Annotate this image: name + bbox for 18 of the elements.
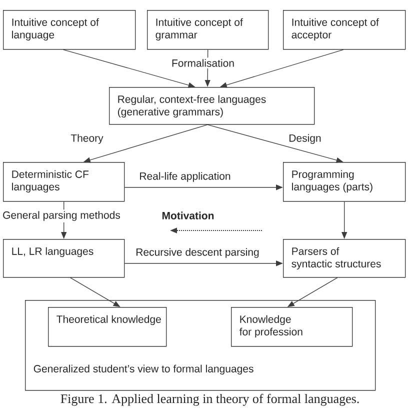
concept-box: Parsers of syntactic structures <box>283 239 406 278</box>
edge-label: Real-life application <box>138 170 232 184</box>
concept-box: LL, LR languages <box>3 239 125 278</box>
annotation: Motivation <box>162 212 214 220</box>
concept-box: Intuitive concept of language <box>3 10 136 50</box>
caption: Figure 1. Applied learning in theory of formal languages. <box>60 394 359 406</box>
edge-label: Design <box>287 132 323 146</box>
concept-box: Regular, context-free languages (generative grammars) <box>109 87 315 125</box>
edge-label: General parsing methods <box>1 210 122 222</box>
concept-box: Programming languages (parts) <box>283 162 406 202</box>
concept-box: Intuitive concept of grammar <box>147 10 269 50</box>
edge-label: Recursive descent parsing <box>134 246 261 260</box>
edge-label: Theory <box>69 132 105 146</box>
edge-label: Formalisation <box>170 58 236 68</box>
concept-box: Intuitive concept of acceptor <box>283 10 406 50</box>
concept-box: Deterministic CF languages <box>3 162 125 202</box>
concept-box: Knowledge for profession <box>231 307 353 347</box>
concept-box: Theoretical knowledge <box>48 307 167 347</box>
